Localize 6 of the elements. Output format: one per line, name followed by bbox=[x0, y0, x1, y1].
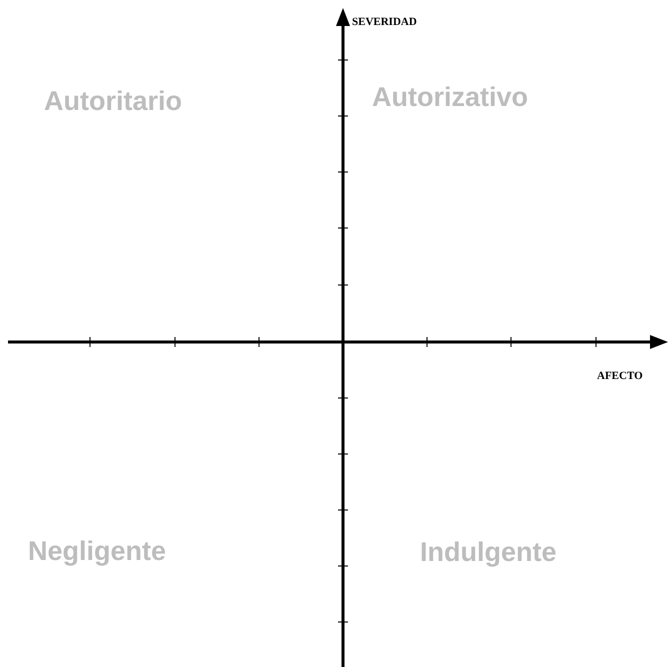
axis-label: AFECTO bbox=[597, 371, 643, 382]
axis-label: SEVERIDAD bbox=[352, 17, 417, 28]
quadrant-label: Autoritario bbox=[44, 88, 182, 115]
quadrant-label: Autorizativo bbox=[372, 84, 528, 111]
quadrant-label: Negligente bbox=[28, 538, 166, 565]
quadrant-label: Indulgente bbox=[420, 539, 556, 566]
